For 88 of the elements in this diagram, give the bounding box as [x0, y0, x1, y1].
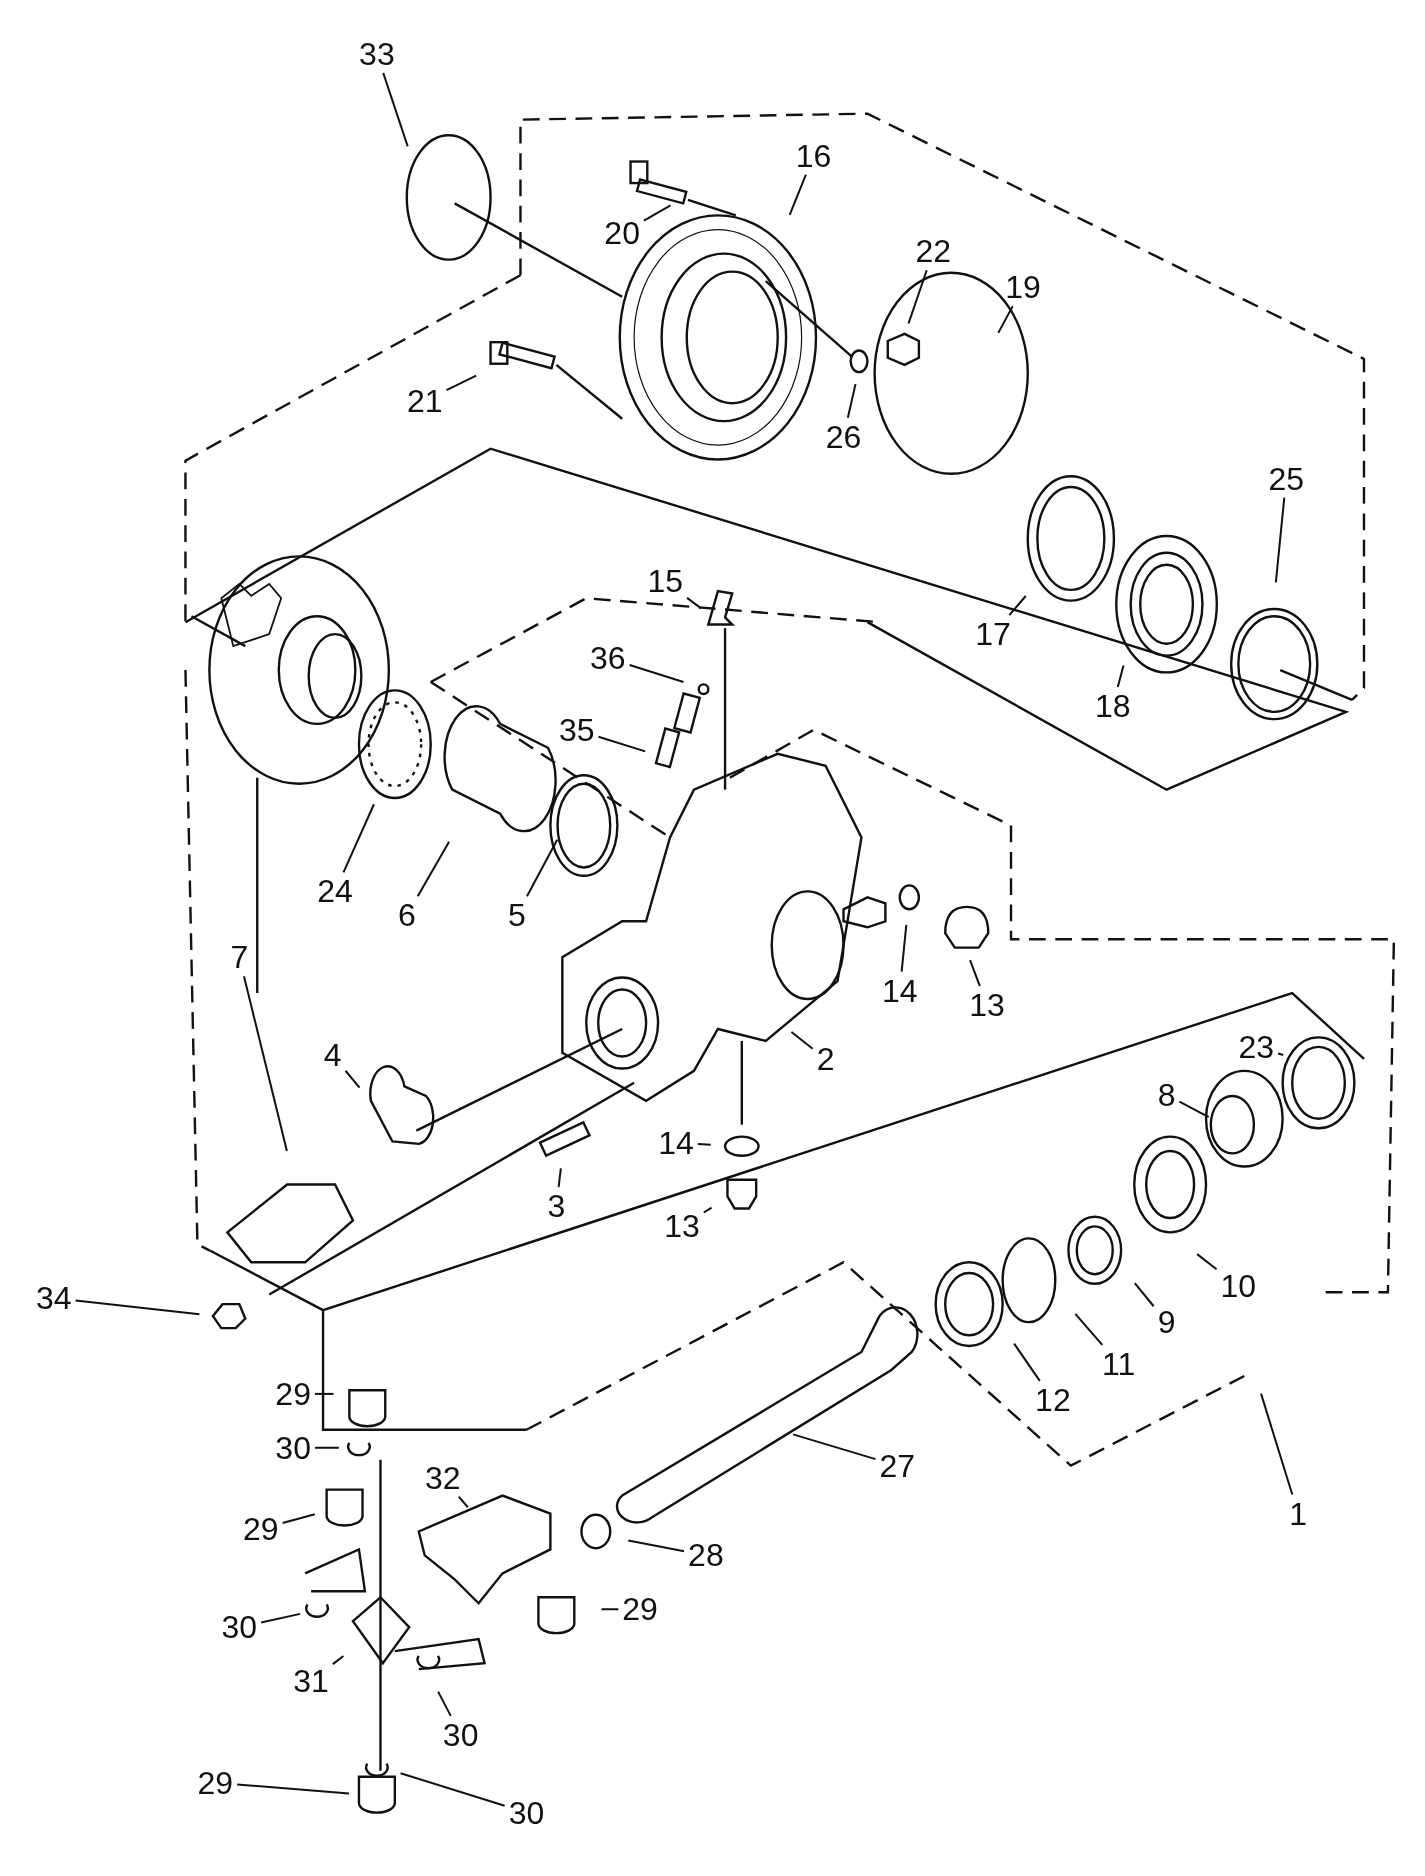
callout-number: 13	[968, 989, 1006, 1022]
callout-number: 29	[242, 1513, 280, 1546]
callout-number: 34	[35, 1282, 73, 1315]
callout-number: 15	[646, 565, 685, 598]
leader-line	[1133, 1282, 1155, 1308]
callout-number: 8	[1156, 1078, 1177, 1111]
callout-number: 19	[1004, 271, 1042, 304]
leader-line	[242, 975, 288, 1152]
callout-number: 17	[974, 618, 1012, 651]
leader-line	[1008, 595, 1027, 617]
leader-line	[344, 1069, 361, 1089]
callout-number: 29	[196, 1766, 235, 1799]
callout-number: 7	[229, 941, 250, 974]
callout-number: 21	[405, 384, 444, 417]
callout-number: 12	[1034, 1383, 1072, 1416]
leader-line	[437, 1690, 452, 1717]
callout-number: 24	[316, 875, 354, 908]
leader-line	[696, 1142, 712, 1146]
callout-number: 32	[423, 1461, 462, 1494]
callout-number: 30	[220, 1611, 259, 1644]
leader-line	[686, 596, 703, 610]
leader-line	[281, 1513, 316, 1525]
callout-number: 25	[1267, 462, 1305, 495]
callout-number: 20	[603, 217, 641, 250]
leader-line	[907, 269, 928, 325]
callout-number: 27	[878, 1449, 917, 1482]
leader-line	[1274, 496, 1286, 584]
leader-line	[900, 923, 908, 973]
callout-number: 30	[274, 1431, 312, 1464]
leader-line	[557, 1167, 562, 1189]
callout-number: 10	[1219, 1270, 1258, 1303]
leader-line	[1116, 664, 1125, 688]
leader-line	[342, 803, 375, 874]
leader-line	[1277, 1052, 1285, 1056]
callout-number: 26	[824, 420, 863, 453]
leader-line	[260, 1612, 302, 1624]
callout-number: 29	[274, 1377, 312, 1410]
callout-number: 30	[441, 1718, 480, 1751]
callout-number: 1	[1288, 1497, 1309, 1530]
leader-line	[1013, 1342, 1041, 1382]
leader-line	[628, 663, 685, 683]
callout-number: 4	[322, 1039, 343, 1072]
leader-line	[236, 1783, 350, 1795]
leader-line	[1178, 1100, 1210, 1119]
leader-line	[445, 374, 478, 392]
callout-number: 2	[815, 1042, 836, 1075]
callout-number: 36	[589, 642, 627, 675]
leader-line	[416, 840, 451, 898]
leader-line	[313, 1446, 340, 1449]
callout-number: 3	[546, 1190, 567, 1223]
leader-line	[1074, 1312, 1104, 1346]
callout-number: 14	[880, 974, 919, 1007]
callout-number: 28	[687, 1539, 725, 1572]
leader-line	[846, 383, 857, 419]
callout-number: 33	[358, 37, 396, 70]
callout-number: 16	[794, 139, 833, 172]
callout-number: 29	[621, 1593, 659, 1626]
callout-number: 14	[657, 1126, 695, 1159]
leader-line	[313, 1392, 335, 1395]
leader-line	[331, 1654, 345, 1666]
callout-number: 11	[1101, 1347, 1137, 1380]
callout-number: 31	[292, 1665, 330, 1698]
callout-number: 6	[396, 899, 417, 932]
leader-line	[399, 1772, 506, 1807]
callout-number: 18	[1093, 689, 1132, 722]
leader-line	[788, 173, 807, 216]
leader-line	[600, 1608, 620, 1611]
leader-line	[382, 71, 409, 148]
leader-line	[642, 204, 672, 222]
callout-number: 35	[557, 713, 596, 746]
leader-line	[969, 959, 981, 988]
leader-line	[790, 1030, 814, 1050]
leader-line	[1196, 1253, 1218, 1271]
callout-number: 22	[914, 235, 953, 268]
leader-line	[997, 305, 1014, 334]
leader-line	[74, 1299, 201, 1316]
leader-line	[627, 1539, 686, 1553]
callout-number: 13	[663, 1210, 701, 1243]
leader-line	[792, 1433, 877, 1461]
callout-number: 5	[507, 899, 527, 932]
callout-number: 30	[507, 1796, 546, 1829]
leader-line	[457, 1495, 469, 1509]
leader-line	[702, 1206, 713, 1214]
leader-line	[526, 838, 559, 898]
leader-line	[597, 735, 647, 753]
callout-number: 23	[1237, 1030, 1276, 1063]
leader-line	[1260, 1392, 1294, 1496]
callout-number: 9	[1156, 1306, 1177, 1339]
